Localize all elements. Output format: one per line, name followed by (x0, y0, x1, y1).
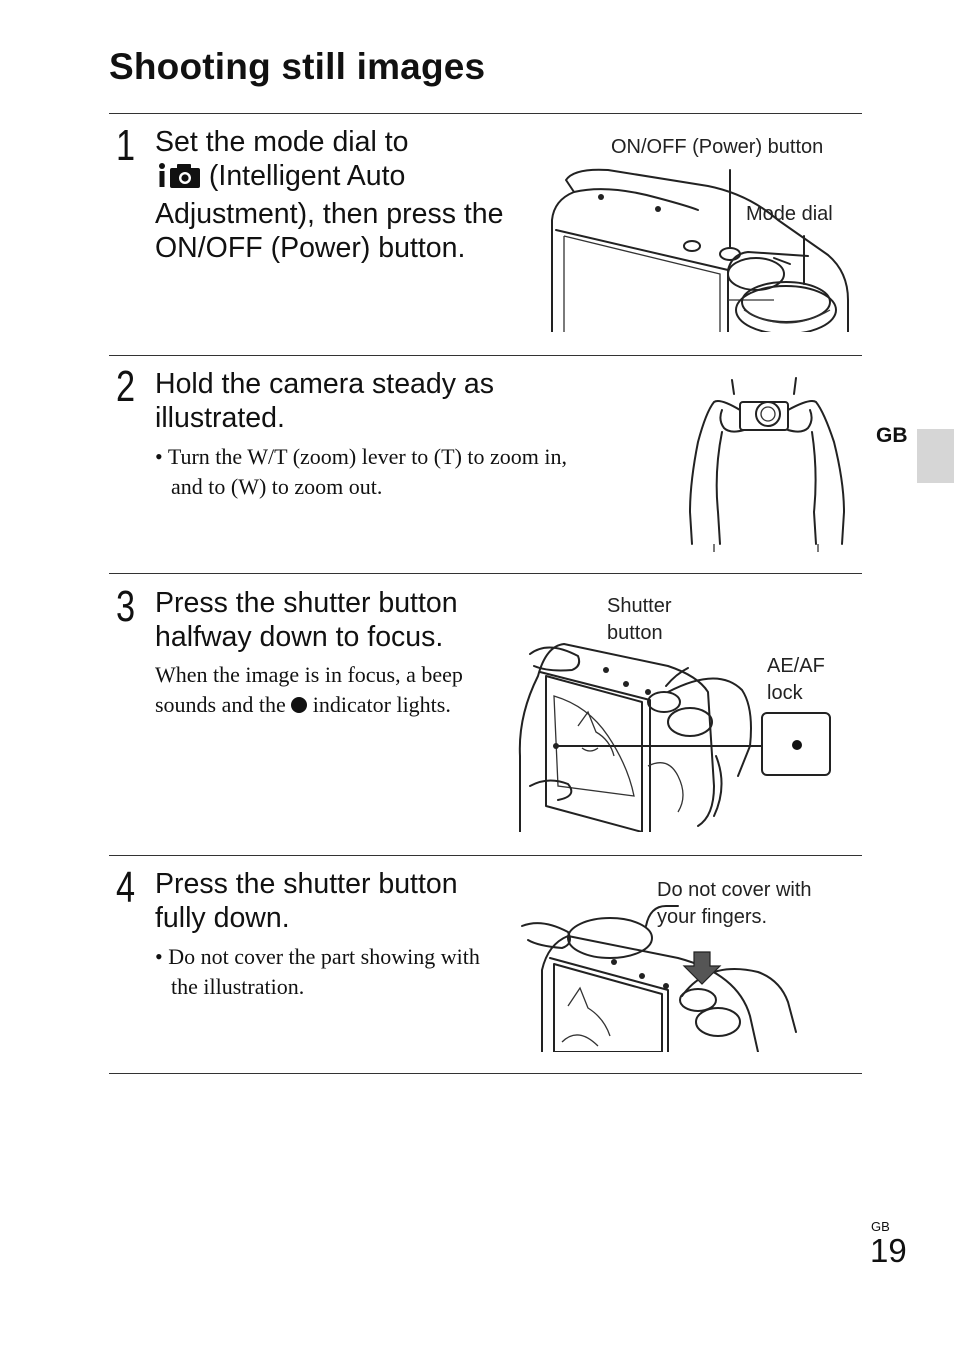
do-not-cover-label: Do not cover with your fingers. (657, 879, 812, 928)
step-3-body: When the image is in focus, a beep sound… (155, 660, 505, 719)
gb-side-label: GB (876, 424, 908, 447)
step-1-heading-part1: Set the mode dial to (155, 126, 409, 158)
divider-top (109, 113, 862, 114)
page-title: Shooting still images (109, 46, 486, 87)
step-4-bullet: • Do not cover the part showing with the… (155, 944, 480, 999)
step-2-number: 2 (116, 362, 136, 411)
power-button-label: ON/OFF (Power) button (611, 136, 824, 158)
step-1-heading: Set the mode dial to (Intelligent Auto A… (155, 125, 535, 265)
divider-step4 (109, 855, 862, 856)
camera-top-illustration (551, 168, 849, 332)
page-number: 19 (870, 1232, 907, 1269)
intelligent-auto-icon (157, 161, 201, 197)
step-4-number: 4 (116, 863, 136, 912)
step-3-number: 3 (116, 582, 136, 631)
divider-step3 (109, 573, 862, 574)
hold-camera-illustration (689, 377, 845, 552)
step-2-heading: Hold the camera steady as illustrated. (155, 368, 495, 434)
step-2-bullet-text: Turn the W/T (zoom) lever to (T) to zoom… (167, 444, 568, 499)
mode-dial-label: Mode dial (746, 203, 833, 225)
footer-gb-label: GB (871, 1219, 890, 1234)
step-3-body-part2: indicator lights. (307, 691, 451, 717)
shutter-half-press-illustration (518, 643, 763, 832)
divider-bottom (109, 1073, 862, 1074)
step-3-heading: Press the shutter button halfway down to… (155, 587, 458, 653)
step-4-bullet-text: Do not cover the part showing with the i… (168, 944, 480, 999)
step-1-number: 1 (116, 121, 136, 170)
filled-dot-icon (291, 696, 308, 713)
step-2-bullet: • Turn the W/T (zoom) lever to (T) to zo… (155, 444, 568, 499)
focus-indicator-dot (792, 740, 802, 750)
step-1-heading-part2: (Intelligent Auto Adjustment), then pres… (155, 160, 504, 264)
ae-af-lock-indicator-box (761, 712, 831, 776)
shutter-full-press-illustration (521, 905, 797, 1052)
gb-side-tab (917, 429, 954, 483)
divider-step2 (109, 355, 862, 356)
ae-af-lock-label: AE/AF lock (767, 655, 825, 704)
step-3-body-part1: When the image is in focus, a beep sound… (155, 662, 463, 717)
shutter-button-label: Shutter button (607, 595, 672, 644)
step-4-heading: Press the shutter button fully down. (155, 868, 458, 934)
